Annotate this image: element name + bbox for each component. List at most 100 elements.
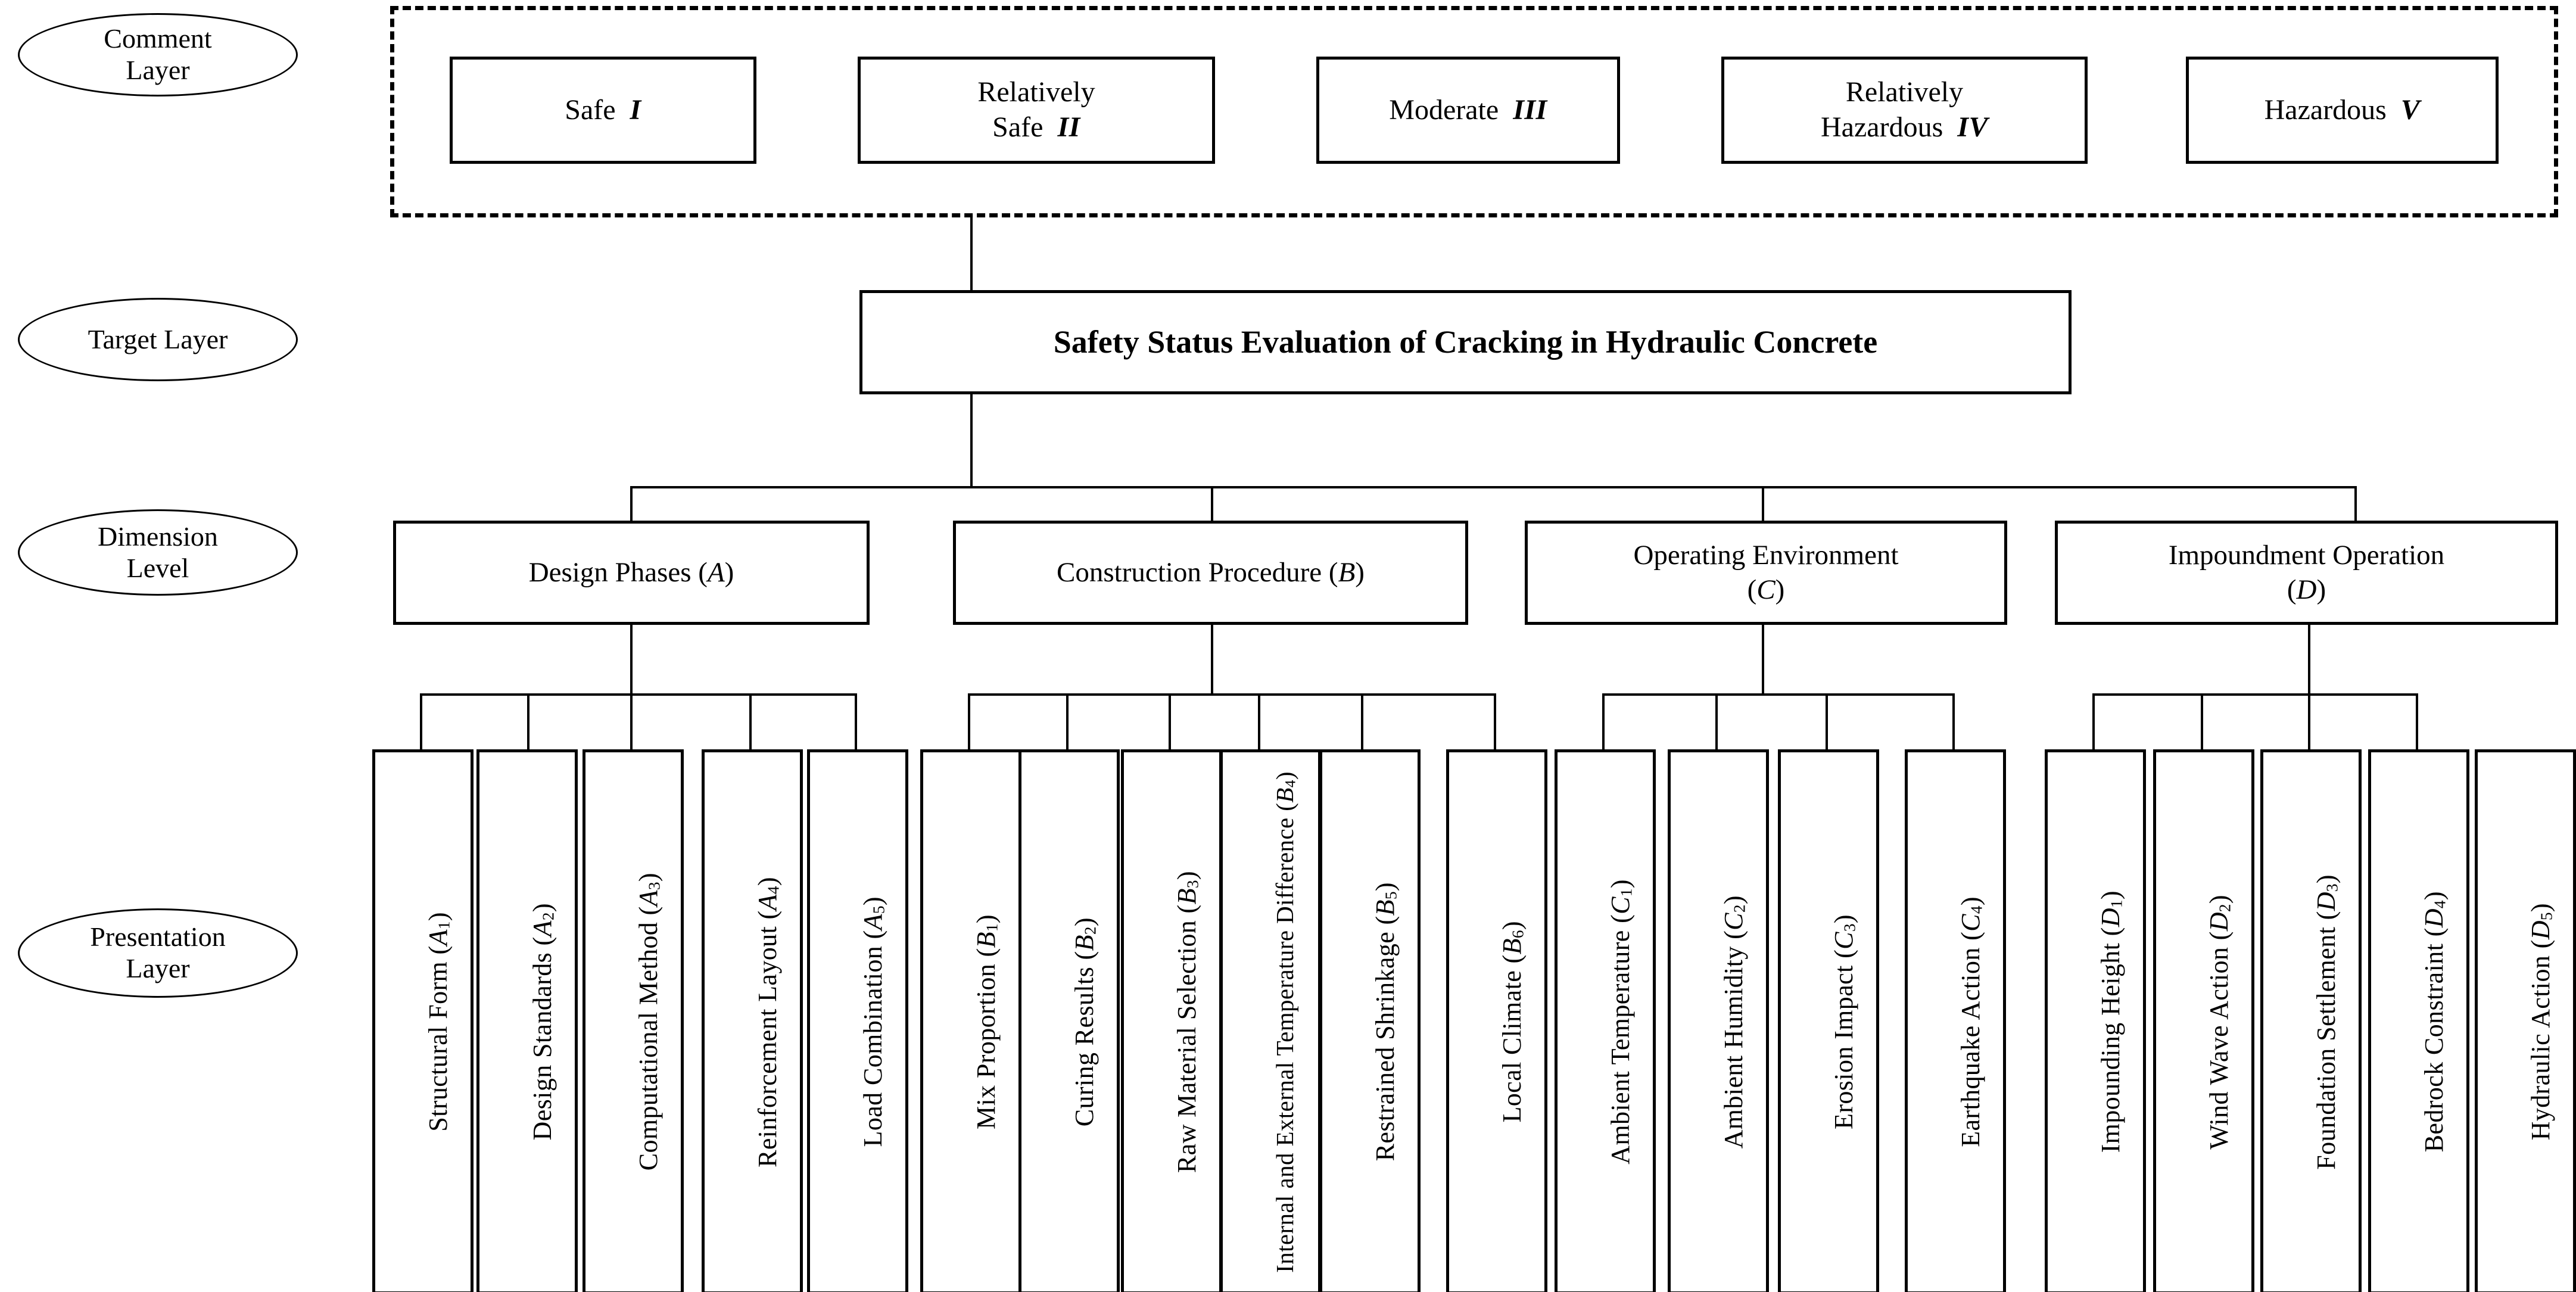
- connector-group-b-to-b3: [1169, 693, 1171, 752]
- connector-dimension-d-to-rail: [2308, 625, 2310, 695]
- grade-box-safe-numeral: I: [630, 94, 641, 126]
- grade-box-hazardous-label: Hazardous: [2264, 94, 2387, 126]
- dimension-box-a-label: Design Phases (A): [528, 556, 734, 588]
- indicator-box-c1-label: Ambient Temperature (C1): [1606, 879, 1636, 1165]
- grade-box-relatively-safe-line2: Safe: [992, 111, 1044, 143]
- dimension-box-d-code: (D): [2287, 574, 2326, 605]
- target-box[interactable]: Safety Status Evaluation of Cracking in …: [859, 290, 2072, 394]
- dimension-box-c[interactable]: Operating Environment (C): [1525, 521, 2007, 625]
- indicator-box-a5-label: Load Combination (A5): [858, 896, 888, 1147]
- grade-box-relatively-safe-numeral: II: [1057, 111, 1080, 143]
- connector-rail-to-dimension-d: [2354, 486, 2357, 522]
- grade-box-moderate-numeral: III: [1513, 94, 1547, 126]
- connector-group-b-to-b6: [1494, 693, 1496, 752]
- indicator-box-b5[interactable]: Restrained Shrinkage (B5): [1319, 749, 1421, 1292]
- connector-group-a-to-a4: [749, 693, 752, 752]
- indicator-box-b6-label: Local Climate (B6): [1497, 921, 1527, 1123]
- comment-layer-container: [390, 6, 2558, 217]
- indicator-box-c2[interactable]: Ambient Humidity (C2): [1668, 749, 1769, 1292]
- layer-label-target: Target Layer: [18, 298, 298, 381]
- connector-rail-to-dimension-c: [1762, 486, 1764, 522]
- indicator-box-c4[interactable]: Earthquake Action (C4): [1905, 749, 2006, 1292]
- indicator-box-d4-label: Bedrock Constraint (D4): [2419, 891, 2449, 1153]
- indicator-box-b5-label: Restrained Shrinkage (B5): [1370, 882, 1400, 1162]
- group-d-rail: [2092, 693, 2417, 696]
- indicator-box-a5[interactable]: Load Combination (A5): [807, 749, 908, 1292]
- indicator-box-d5-label: Hydraulic Action (D5): [2526, 903, 2556, 1141]
- indicator-box-d2[interactable]: Wind Wave Action (D2): [2153, 749, 2254, 1292]
- indicator-box-d3[interactable]: Foundation Settlement (D3): [2260, 749, 2362, 1292]
- dimension-box-d[interactable]: Impoundment Operation (D): [2055, 521, 2558, 625]
- connector-group-b-to-b2: [1066, 693, 1069, 752]
- grade-box-relatively-hazardous[interactable]: Relatively Hazardous IV: [1721, 57, 2088, 164]
- connector-group-d-to-d3: [2308, 693, 2310, 752]
- layer-label-target-text: Target Layer: [88, 323, 228, 354]
- connector-group-a-to-a2: [527, 693, 529, 752]
- connector-comment-to-target: [970, 217, 973, 290]
- indicator-box-d4[interactable]: Bedrock Constraint (D4): [2368, 749, 2469, 1292]
- connector-group-c-to-c1: [1602, 693, 1605, 752]
- connector-group-c-to-c4: [1952, 693, 1955, 752]
- grade-box-relatively-hazardous-numeral: IV: [1957, 111, 1988, 143]
- indicator-box-c2-label: Ambient Humidity (C2): [1719, 895, 1749, 1149]
- indicator-box-c1[interactable]: Ambient Temperature (C1): [1555, 749, 1656, 1292]
- indicator-box-b2[interactable]: Curing Results (B2): [1018, 749, 1120, 1292]
- indicator-box-d1[interactable]: Impounding Height (D1): [2045, 749, 2146, 1292]
- indicator-box-b1[interactable]: Mix Proportion (B1): [920, 749, 1021, 1292]
- indicator-box-d1-label: Impounding Height (D1): [2096, 891, 2126, 1153]
- dimension-box-c-code: (C): [1747, 574, 1785, 605]
- indicator-box-c3[interactable]: Erosion Impact (C3): [1778, 749, 1879, 1292]
- indicator-box-b4-label: Internal and External Temperature Differ…: [1271, 771, 1299, 1273]
- indicator-box-b3[interactable]: Raw Material Selection (B3): [1121, 749, 1222, 1292]
- grade-box-moderate-label: Moderate: [1389, 94, 1499, 126]
- connector-group-a-to-a1: [420, 693, 422, 752]
- target-box-title: Safety Status Evaluation of Cracking in …: [1053, 323, 1878, 360]
- indicator-box-a3-label: Computational Method (A3): [634, 873, 664, 1171]
- dimension-box-a[interactable]: Design Phases (A): [393, 521, 870, 625]
- connector-group-d-to-d1: [2092, 693, 2095, 752]
- grade-box-moderate[interactable]: Moderate III: [1316, 57, 1620, 164]
- grade-box-relatively-hazardous-line2: Hazardous: [1821, 111, 1943, 143]
- indicator-box-a3[interactable]: Computational Method (A3): [583, 749, 684, 1292]
- connector-rail-to-dimension-b: [1211, 486, 1213, 522]
- grade-box-hazardous[interactable]: Hazardous V: [2186, 57, 2499, 164]
- layer-label-comment-text: Comment Layer: [104, 23, 212, 85]
- connector-rail-to-dimension-a: [630, 486, 633, 522]
- indicator-box-c3-label: Erosion Impact (C3): [1829, 914, 1859, 1129]
- connector-group-d-to-d4: [2416, 693, 2418, 752]
- group-c-rail: [1602, 693, 1954, 696]
- grade-box-hazardous-numeral: V: [2400, 94, 2421, 126]
- grade-box-safe-label: Safe: [565, 94, 616, 126]
- dimension-rail: [630, 486, 2356, 488]
- indicator-box-a2-label: Design Standards (A2): [528, 903, 557, 1141]
- connector-group-c-to-c2: [1715, 693, 1718, 752]
- layer-label-dimension: Dimension Level: [18, 509, 298, 596]
- grade-box-relatively-safe-line1: Relatively: [977, 76, 1095, 108]
- indicator-box-a1[interactable]: Structural Form (A1): [372, 749, 474, 1292]
- indicator-box-a2[interactable]: Design Standards (A2): [476, 749, 578, 1292]
- indicator-box-b6[interactable]: Local Climate (B6): [1446, 749, 1547, 1292]
- connector-group-a-to-a3: [630, 693, 633, 752]
- grade-box-safe[interactable]: Safe I: [450, 57, 756, 164]
- layer-label-presentation-text: Presentation Layer: [90, 921, 226, 983]
- indicator-box-b4[interactable]: Internal and External Temperature Differ…: [1220, 749, 1321, 1292]
- layer-label-presentation: Presentation Layer: [18, 908, 298, 998]
- dimension-box-d-name: Impoundment Operation: [2168, 540, 2445, 571]
- connector-dimension-c-to-rail: [1762, 625, 1764, 695]
- layer-label-comment: Comment Layer: [18, 13, 298, 96]
- indicator-box-d5[interactable]: Hydraulic Action (D5): [2475, 749, 2576, 1292]
- layer-label-dimension-text: Dimension Level: [98, 521, 218, 583]
- indicator-box-c4-label: Earthquake Action (C4): [1956, 896, 1986, 1147]
- dimension-box-b[interactable]: Construction Procedure (B): [953, 521, 1468, 625]
- indicator-box-b2-label: Curing Results (B2): [1070, 917, 1099, 1127]
- indicator-box-d3-label: Foundation Settlement (D3): [2312, 874, 2341, 1170]
- connector-group-b-to-b5: [1361, 693, 1363, 752]
- indicator-box-a4[interactable]: Reinforcement Layout (A4): [702, 749, 803, 1292]
- group-b-rail: [968, 693, 1495, 696]
- grade-box-relatively-safe[interactable]: Relatively Safe II: [858, 57, 1215, 164]
- group-a-rail: [420, 693, 855, 696]
- connector-dimension-a-to-rail: [630, 625, 633, 695]
- indicator-box-b3-label: Raw Material Selection (B3): [1172, 870, 1202, 1173]
- indicator-box-b1-label: Mix Proportion (B1): [971, 914, 1001, 1130]
